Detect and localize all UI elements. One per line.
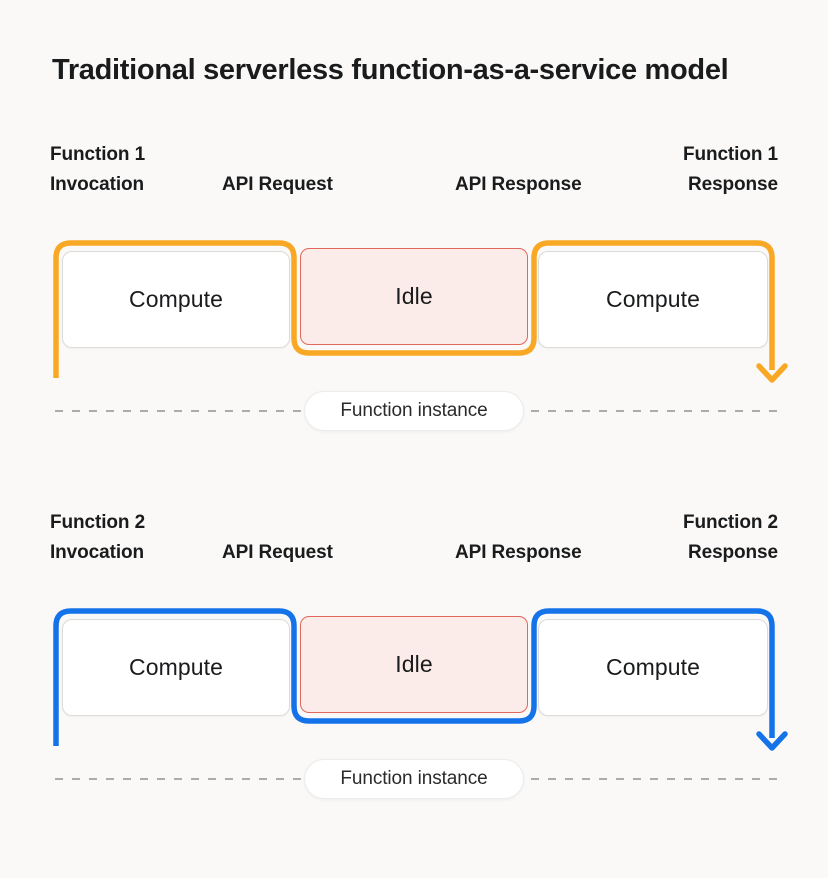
label-line: Response	[687, 174, 778, 195]
function2-compute-box-right: Compute	[538, 619, 768, 716]
function2-instance-pill: Function instance	[304, 759, 524, 799]
arrow-down-icon	[756, 363, 788, 383]
idle-box-label: Idle	[395, 651, 433, 677]
label-function1-api-request: API Request	[222, 174, 333, 195]
section-function-2: Function 2 Invocation API Request API Re…	[0, 472, 828, 812]
label-function2-api-response: API Response	[455, 542, 582, 563]
label-function2-api-request: API Request	[222, 542, 333, 563]
arrow-down-icon	[756, 731, 788, 751]
function1-instance-pill: Function instance	[304, 391, 524, 431]
function1-flow-path	[53, 240, 775, 378]
function1-compute-box-left: Compute	[62, 251, 290, 348]
section-function-1: Function 1 Invocation API Request API Re…	[0, 104, 828, 444]
instance-pill-label: Function instance	[340, 768, 488, 789]
function1-compute-box-right: Compute	[538, 251, 768, 348]
function2-flow-path-svg	[53, 608, 788, 751]
instance-pill-label: Function instance	[340, 400, 488, 421]
function1-flow-path-svg	[53, 240, 788, 383]
function2-compute-box-left: Compute	[62, 619, 290, 716]
label-line: Function 1	[682, 144, 778, 165]
label-function1-response: Function 1 Response	[683, 140, 778, 200]
label-function2-invocation: Function 2 Invocation	[50, 508, 145, 568]
label-line: Function 2	[682, 512, 778, 533]
idle-box-label: Idle	[395, 283, 433, 309]
function2-flow-path	[53, 608, 775, 746]
label-line: Invocation	[50, 174, 145, 195]
label-function1-invocation: Function 1 Invocation	[50, 140, 145, 200]
label-line: Function 1	[50, 144, 146, 165]
page-title: Traditional serverless function-as-a-ser…	[52, 54, 729, 86]
compute-box-label: Compute	[605, 654, 701, 680]
function2-idle-box: Idle	[300, 616, 528, 713]
label-line: Invocation	[50, 542, 145, 563]
label-function1-api-response: API Response	[455, 174, 582, 195]
compute-box-label: Compute	[605, 286, 701, 312]
compute-box-label: Compute	[128, 286, 224, 312]
label-line: Response	[687, 542, 778, 563]
function1-idle-box: Idle	[300, 248, 528, 345]
label-line: Function 2	[50, 512, 146, 533]
label-function2-response: Function 2 Response	[683, 508, 778, 568]
compute-box-label: Compute	[128, 654, 224, 680]
